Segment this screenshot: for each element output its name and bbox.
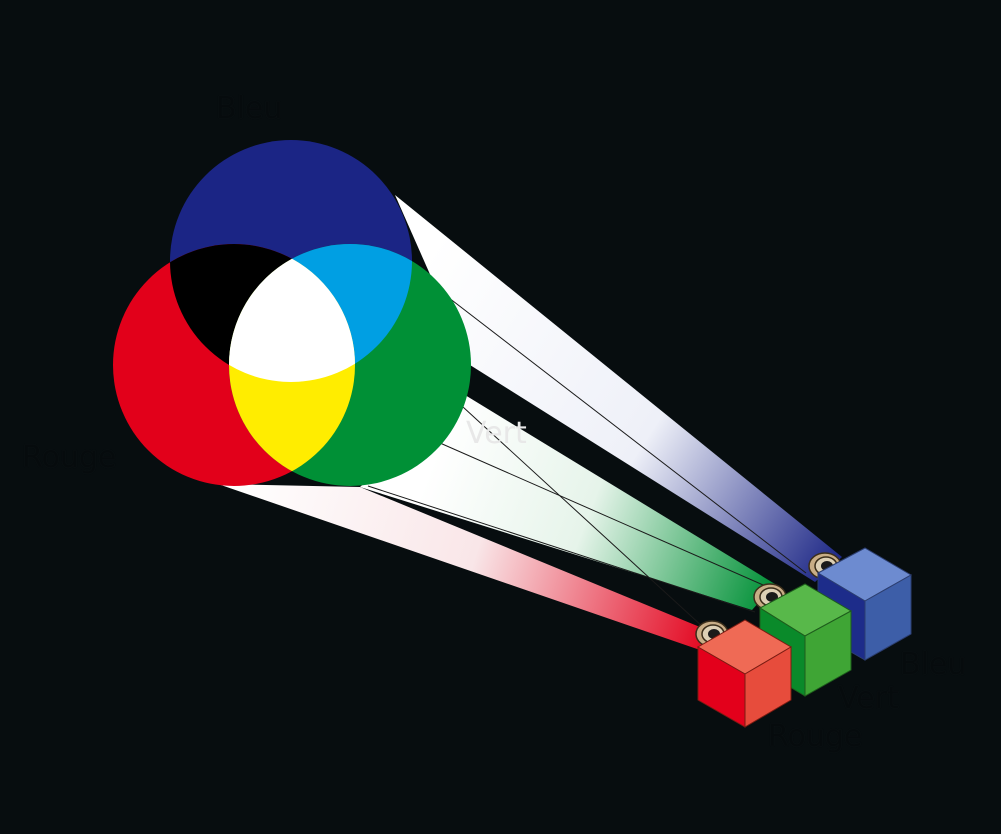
green-projector-label: Vert	[838, 681, 899, 716]
red-circle-label: Rouge	[22, 440, 117, 475]
blue-light-beam	[395, 195, 842, 582]
red-projector-label: Rouge	[768, 719, 863, 754]
green-circle-label: Vert	[466, 416, 527, 451]
red-projector	[695, 619, 792, 728]
blue-circle-label: Bleu	[216, 91, 283, 126]
beam-edge-lines	[367, 290, 807, 639]
red-light-beam	[218, 484, 712, 650]
blue-projector-label: Bleu	[900, 647, 967, 682]
